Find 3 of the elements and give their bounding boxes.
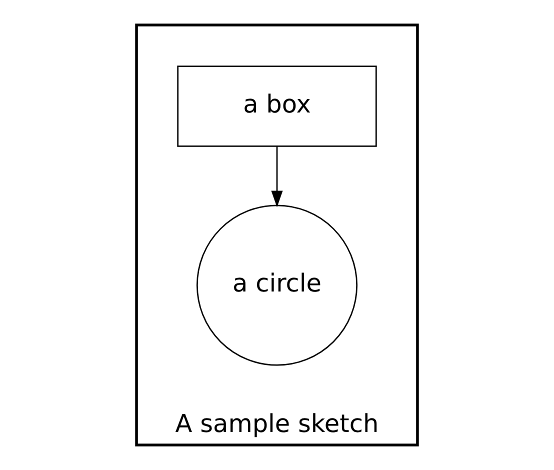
node-circle: a circle [196,204,358,366]
arrow [271,146,283,208]
node-box: a box [177,66,377,147]
